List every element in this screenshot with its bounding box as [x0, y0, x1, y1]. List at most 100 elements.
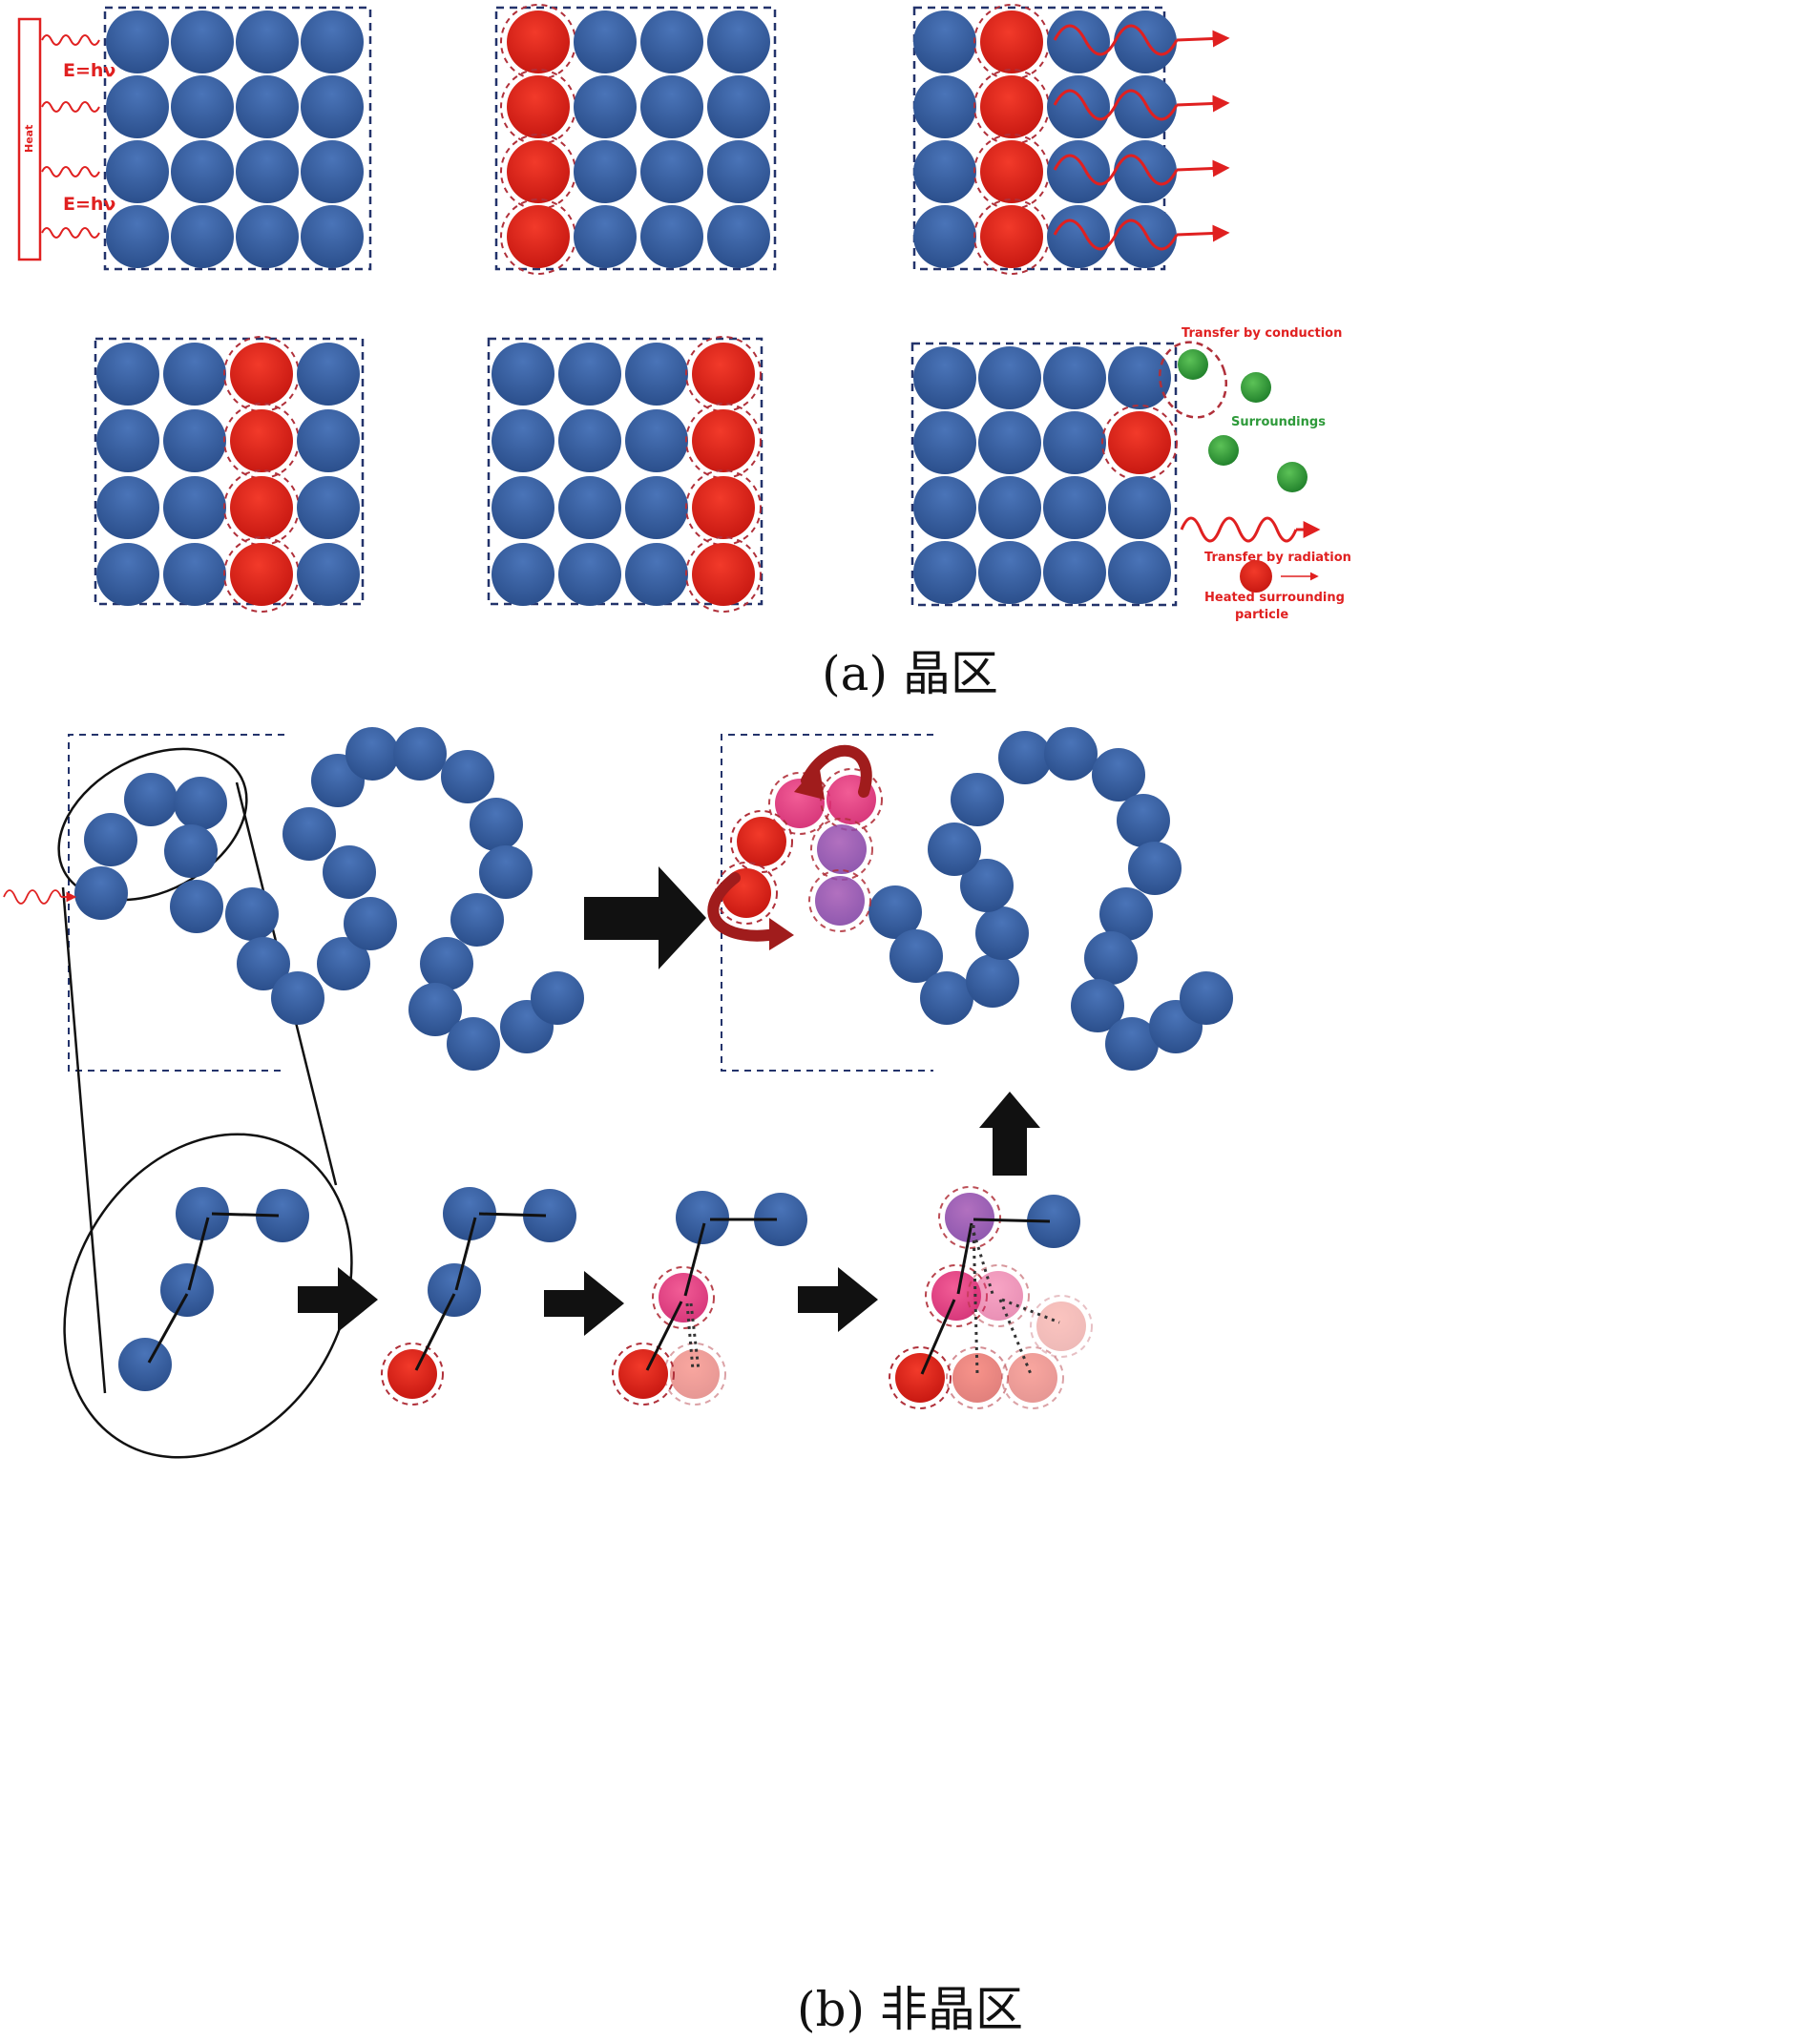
chain-frame	[68, 734, 284, 1072]
chain-particle	[74, 866, 128, 920]
wave-arrow	[1176, 94, 1230, 113]
cold-particle	[1114, 205, 1177, 268]
warm-particle	[952, 1353, 1002, 1403]
rotation-arrows	[707, 744, 872, 942]
panel-frame	[912, 6, 1166, 271]
amorphous-frames	[68, 734, 933, 1072]
rotation-arrow	[707, 872, 786, 942]
crystal-particles	[96, 4, 1178, 613]
cold-particle	[913, 411, 976, 474]
chain-particle	[443, 1187, 496, 1240]
chain-particle	[393, 727, 447, 781]
wave-arrow	[1176, 224, 1230, 242]
cold-particle	[1043, 411, 1106, 474]
cold-particle	[106, 75, 169, 138]
cold-particle	[558, 476, 621, 539]
wave-arrow	[1176, 159, 1230, 177]
caption-b: (b) 非晶区	[797, 1982, 1023, 2037]
warm-particle	[1036, 1302, 1086, 1351]
cold-particle	[236, 10, 299, 73]
chain-particle	[1044, 727, 1098, 781]
cold-particle	[1047, 75, 1110, 138]
heat-halo	[1001, 1346, 1064, 1409]
warm-particle	[670, 1349, 720, 1399]
cold-particle	[1047, 140, 1110, 203]
hot-particle	[980, 10, 1043, 73]
chain-particle	[447, 1017, 500, 1071]
cold-particle	[640, 140, 703, 203]
cold-particle	[1043, 476, 1106, 539]
vibration-bond	[685, 1302, 695, 1371]
rotation-arrowhead	[769, 918, 794, 950]
chain-frame	[721, 734, 933, 1072]
cold-particle	[1114, 10, 1177, 73]
warm-particle	[817, 824, 867, 874]
cold-particle	[558, 543, 621, 606]
cold-particle	[301, 205, 364, 268]
chain-particle	[868, 885, 922, 939]
heat-halo	[938, 1186, 1001, 1249]
chain-bond	[414, 1293, 456, 1371]
chain-particle	[1092, 748, 1145, 802]
chain-particle	[1128, 842, 1182, 895]
chain-particle	[975, 906, 1029, 960]
cold-particle	[625, 409, 688, 472]
chain-particle	[1027, 1195, 1080, 1248]
cold-particle	[625, 543, 688, 606]
panel-frame	[94, 337, 365, 606]
chain-particle	[1084, 931, 1138, 985]
chain-particle	[951, 773, 1004, 826]
chain-particle	[420, 937, 473, 990]
chain-particle	[174, 777, 227, 830]
chain-bond	[147, 1293, 189, 1364]
panel-frame	[494, 6, 777, 271]
cold-particle	[978, 411, 1041, 474]
hot-particle	[507, 10, 570, 73]
input-wave	[3, 889, 62, 905]
heat-halo	[685, 469, 762, 546]
cold-particle	[707, 205, 770, 268]
chain-particle	[271, 971, 324, 1025]
cold-particle	[574, 205, 637, 268]
chain-particle	[160, 1263, 214, 1317]
chain-particle	[164, 824, 218, 878]
vibration-waves	[1053, 24, 1230, 251]
cold-particle	[707, 75, 770, 138]
cold-particle	[492, 476, 554, 539]
vibration-wave	[1053, 219, 1179, 251]
chain-particle	[176, 1187, 229, 1240]
chain-bond	[920, 1299, 956, 1375]
warm-particle	[659, 1273, 708, 1322]
chain-particle	[441, 750, 494, 803]
hot-particle	[618, 1349, 668, 1399]
cold-particle	[913, 140, 976, 203]
heat-halo	[889, 1346, 952, 1409]
chain-bond	[683, 1222, 706, 1297]
energy-label: E=hν	[63, 60, 115, 81]
heat-halo	[652, 1266, 715, 1329]
chain-particle	[470, 798, 523, 851]
hot-particle	[980, 75, 1043, 138]
hot-particle	[980, 140, 1043, 203]
chain-particle	[428, 1263, 481, 1317]
cold-particle	[913, 10, 976, 73]
chain-particle	[84, 813, 137, 866]
cold-particle	[236, 205, 299, 268]
cold-particle	[913, 346, 976, 409]
chain-particles	[74, 727, 1233, 1409]
chain-particle	[1117, 794, 1170, 847]
chain-bond	[478, 1212, 547, 1218]
heat-halo	[810, 818, 873, 881]
hot-particle	[692, 476, 755, 539]
heat-halo	[685, 403, 762, 479]
panel-frame	[103, 6, 372, 271]
chain-bond	[211, 1212, 280, 1218]
chain-particle	[889, 929, 943, 983]
cold-particle	[1047, 10, 1110, 73]
chain-particle	[966, 954, 1019, 1008]
cold-particle	[492, 409, 554, 472]
cold-particle	[492, 343, 554, 406]
chain-particle	[170, 880, 223, 933]
flow-arrow-right	[798, 1267, 878, 1332]
